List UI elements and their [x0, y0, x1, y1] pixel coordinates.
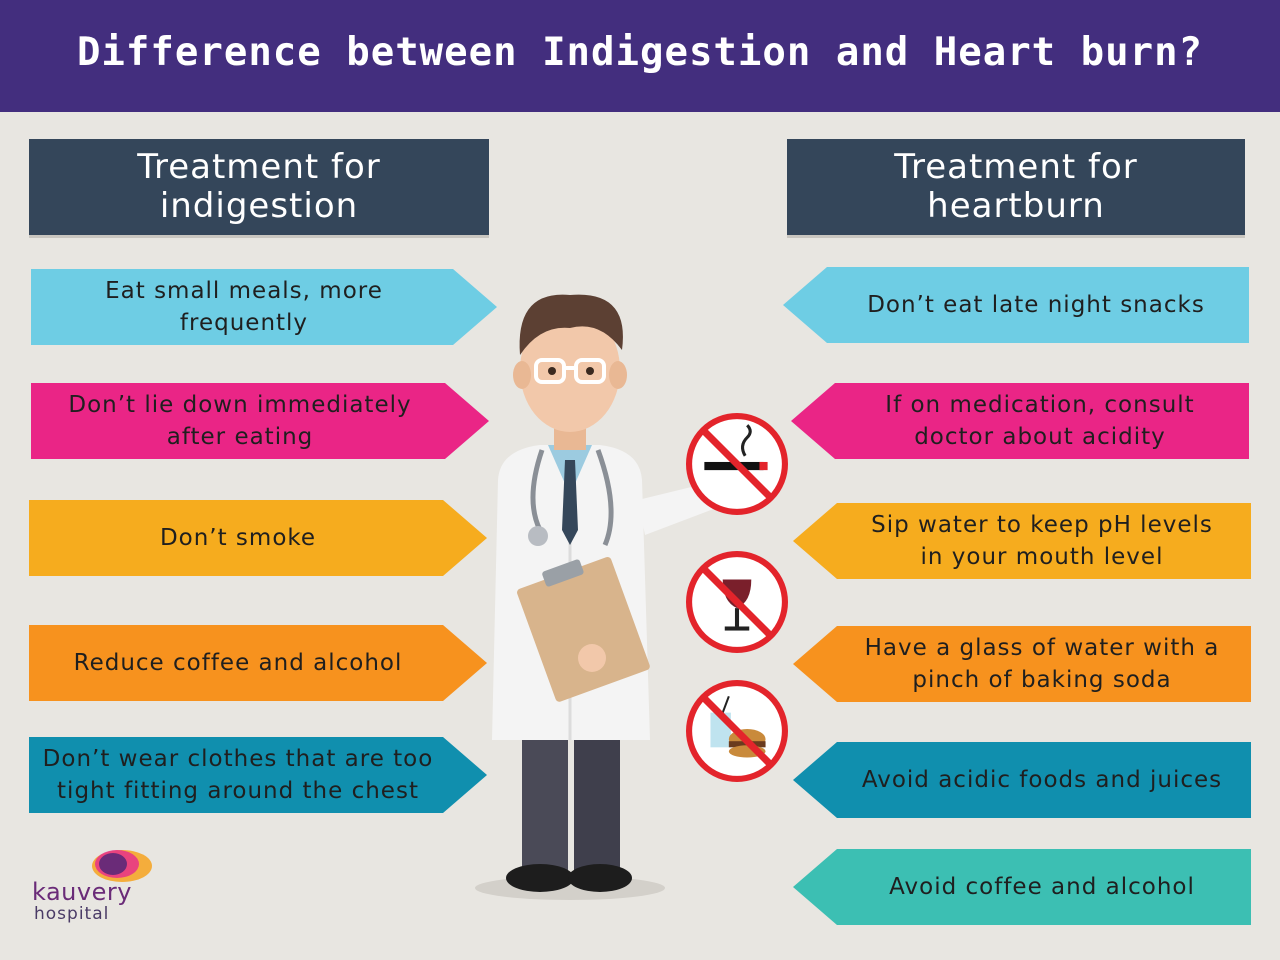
kauvery-logo: kauvery hospital [32, 838, 162, 933]
no-alcohol-icon [686, 551, 788, 653]
logo-subtitle: hospital [34, 904, 110, 924]
heartburn-header-label: Treatment for heartburn [894, 147, 1138, 226]
heartburn-header: Treatment for heartburn [787, 139, 1245, 235]
indigestion-tip: Reduce coffee and alcohol [29, 625, 487, 701]
logo-name: kauvery [32, 878, 132, 906]
indigestion-tip: Don’t lie down immediately after eating [31, 383, 489, 459]
indigestion-tip-text: Reduce coffee and alcohol [73, 650, 403, 676]
indigestion-tip-text: Don’t smoke [159, 525, 317, 551]
indigestion-tip: Eat small meals, more frequently [31, 269, 497, 345]
indigestion-tip: Don’t wear clothes that are too tight fi… [29, 737, 487, 813]
heartburn-tip: Avoid coffee and alcohol [793, 849, 1251, 925]
heartburn-tip: Don’t eat late night snacks [783, 267, 1249, 343]
indigestion-header-label: Treatment for indigestion [137, 147, 381, 226]
heartburn-tip-text: Avoid coffee and alcohol [889, 874, 1195, 900]
heartburn-tip: Sip water to keep pH levels in your mout… [793, 503, 1251, 579]
indigestion-tip-text: Eat small meals, more frequently [105, 278, 383, 336]
doctor-illustration [475, 294, 746, 900]
heartburn-tip-text: Have a glass of water with a pinch of ba… [864, 635, 1220, 693]
heartburn-tip: If on medication, consult doctor about a… [791, 383, 1249, 459]
heartburn-tip-text: Avoid acidic foods and juices [861, 767, 1223, 793]
heartburn-tip-text: Sip water to keep pH levels in your mout… [871, 512, 1213, 570]
title-banner: Difference between Indigestion and Heart… [0, 0, 1280, 112]
heartburn-tip: Avoid acidic foods and juices [793, 742, 1251, 818]
indigestion-header: Treatment for indigestion [29, 139, 489, 235]
heartburn-tip: Have a glass of water with a pinch of ba… [793, 626, 1251, 702]
heartburn-tip-text: Don’t eat late night snacks [867, 292, 1205, 318]
no-junk-food-icon [686, 680, 788, 782]
indigestion-tip-text: Don’t lie down immediately after eating [68, 392, 412, 450]
page-title: Difference between Indigestion and Heart… [76, 30, 1204, 75]
indigestion-tip-text: Don’t wear clothes that are too tight fi… [42, 746, 434, 804]
heartburn-tip-text: If on medication, consult doctor about a… [885, 392, 1195, 450]
kauvery-logo-icon [92, 850, 152, 882]
indigestion-tip: Don’t smoke [29, 500, 487, 576]
no-smoking-icon [686, 413, 788, 515]
